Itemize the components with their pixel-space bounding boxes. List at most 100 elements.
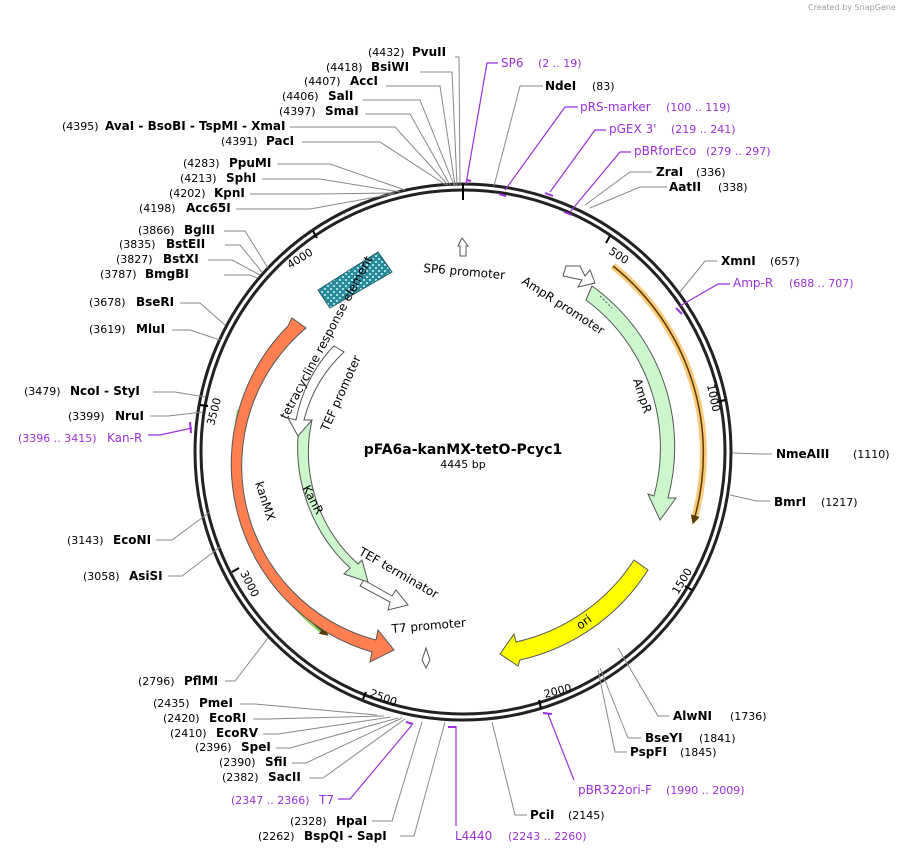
svg-text:(4418): (4418) — [326, 61, 363, 74]
primer-t7[interactable]: (2347 .. 2366)T7 — [231, 721, 414, 807]
svg-text:(2328): (2328) — [290, 815, 327, 828]
enzyme-sfii[interactable]: (2390)SfiI — [219, 755, 287, 769]
tick-label: 1000 — [704, 383, 723, 413]
enzyme-ppumi[interactable]: (4283)PpuMI — [183, 156, 271, 170]
enzyme-bsiwi[interactable]: (4418)BsiWI — [326, 60, 409, 74]
enzyme-leaders — [150, 56, 461, 837]
enzyme-bglii[interactable]: (3866)BglII — [138, 223, 215, 237]
svg-text:Kan-R: Kan-R — [107, 431, 142, 445]
enzyme-nmeaiii[interactable]: NmeAIII(1110) — [776, 447, 890, 461]
enzyme-pvuii[interactable]: (4432)PvuII — [368, 45, 446, 59]
enzyme-nrui[interactable]: (3399)NruI — [68, 409, 144, 423]
enzyme-sphi[interactable]: (4213) SphI — [180, 171, 256, 185]
svg-text:(688 .. 707): (688 .. 707) — [789, 277, 854, 290]
primer-pgex[interactable]: pGEX 3'(219 .. 241) — [544, 122, 736, 197]
enzyme-sapi[interactable]: (2262)BspQI - SapI — [258, 829, 387, 843]
svg-text:(3058): (3058) — [83, 570, 120, 583]
primer-pbr322ori-f[interactable]: pBR322ori-F (1990 .. 2009) — [542, 712, 745, 797]
enzyme-ndei[interactable]: NdeI (83) — [545, 79, 615, 93]
svg-text:(4397): (4397) — [279, 105, 316, 118]
svg-text:(1845): (1845) — [680, 746, 717, 759]
primer-l4440[interactable]: L4440(2243 .. 2260) — [448, 726, 587, 843]
plasmid-length: 4445 bp — [440, 458, 485, 471]
feature-sp6-promoter[interactable]: SP6 promoter — [423, 237, 506, 282]
svg-text:(4202): (4202) — [169, 187, 206, 200]
enzyme-aatii[interactable]: AatII(338) — [669, 180, 748, 194]
enzyme-bseri[interactable]: (3678)BseRI — [89, 295, 174, 309]
enzyme-paci[interactable]: (4391)PacI — [221, 134, 294, 148]
enzyme-ncoi[interactable]: (3479)NcoI - StyI — [24, 384, 140, 398]
svg-text:pBR322ori-F: pBR322ori-F — [578, 783, 652, 797]
enzyme-sacii[interactable]: (2382)SacII — [222, 770, 301, 784]
enzyme-hpai[interactable]: (2328)HpaI — [290, 814, 367, 828]
enzyme-zrai[interactable]: ZraI(336) — [656, 165, 726, 179]
svg-text:(3787): (3787) — [100, 268, 137, 281]
enzyme-kpni[interactable]: (4202) KpnI — [169, 186, 245, 200]
enzyme-pspfi[interactable]: PspFI(1845) — [630, 745, 717, 759]
feature-ori[interactable]: ori — [499, 559, 649, 667]
svg-text:EcoRV: EcoRV — [216, 726, 259, 740]
enzyme-bstxi[interactable]: (3827)BstXI — [116, 252, 199, 266]
svg-text:BspQI - SapI: BspQI - SapI — [304, 829, 387, 843]
primer-sp6[interactable]: SP6(2 .. 19) — [465, 56, 582, 185]
primer-prs-marker[interactable]: pRS-marker(100 .. 119) — [498, 100, 731, 197]
enzyme-bseyi[interactable]: BseYI(1841) — [645, 731, 736, 745]
backbone — [193, 182, 733, 722]
enzyme-bmri[interactable]: BmrI(1217) — [774, 495, 858, 509]
enzyme-acc65i[interactable]: (4198)Acc65I — [139, 201, 231, 215]
enzyme-acci[interactable]: (4407)AccI — [304, 74, 378, 88]
enzyme-bsteii[interactable]: (3835)BstEII — [119, 237, 205, 251]
svg-text:(4407): (4407) — [304, 75, 341, 88]
enzyme-pcii[interactable]: PciI(2145) — [530, 808, 605, 822]
svg-text:AatII: AatII — [669, 180, 701, 194]
enzyme-pmei[interactable]: (2435)PmeI — [153, 696, 233, 710]
primer-pbrforeco[interactable]: pBRforEco (279 .. 297) — [563, 144, 771, 216]
svg-text:SpeI: SpeI — [241, 740, 271, 754]
svg-text:(2243 .. 2260): (2243 .. 2260) — [508, 830, 587, 843]
feature-kanr[interactable]: KanR — [297, 419, 369, 583]
svg-text:pBRforEco: pBRforEco — [634, 144, 696, 158]
enzyme-alwni[interactable]: AlwNI(1736) — [673, 709, 767, 723]
svg-text:(3827): (3827) — [116, 253, 153, 266]
svg-text:KpnI: KpnI — [214, 186, 245, 200]
enzyme-spei[interactable]: (2396)SpeI — [195, 740, 271, 754]
svg-text:SP6: SP6 — [501, 56, 524, 70]
svg-text:(4432): (4432) — [368, 46, 405, 59]
enzyme-ecorv[interactable]: (2410) EcoRV — [170, 726, 259, 740]
svg-text:(2410): (2410) — [170, 727, 207, 740]
enzyme-xmai[interactable]: (4395)AvaI - BsoBI - TspMI - XmaI — [62, 119, 285, 133]
svg-text:(2390): (2390) — [219, 756, 256, 769]
tick-label: 3000 — [237, 568, 261, 599]
svg-text:(279 .. 297): (279 .. 297) — [706, 145, 771, 158]
svg-text:SmaI: SmaI — [325, 104, 359, 118]
svg-text:(1990 .. 2009): (1990 .. 2009) — [666, 784, 745, 797]
enzyme-ecori[interactable]: (2420)EcoRI — [163, 711, 246, 725]
svg-text:ZraI: ZraI — [656, 165, 683, 179]
feature-t7-promoter[interactable]: T7 promoter — [390, 616, 467, 670]
primer-kan-r[interactable]: (3396 .. 3415)Kan-R — [18, 421, 193, 445]
svg-text:(3619): (3619) — [89, 323, 126, 336]
enzyme-smai[interactable]: (4397) SmaI — [279, 104, 359, 118]
svg-text:NdeI: NdeI — [545, 79, 576, 93]
svg-text:(657): (657) — [770, 255, 800, 268]
enzyme-pflmi[interactable]: (2796)PflMI — [138, 674, 218, 688]
enzyme-sali[interactable]: (4406)SalI — [282, 89, 353, 103]
primer-amp-r[interactable]: Amp-R(688 .. 707) — [675, 276, 854, 315]
enzyme-bmgbi[interactable]: (3787)BmgBI — [100, 267, 189, 281]
enzyme-mlui[interactable]: (3619)MluI — [89, 322, 165, 336]
svg-text:BmrI: BmrI — [774, 495, 806, 509]
enzyme-xmni[interactable]: XmnI(657) — [721, 254, 800, 268]
feature-tef-terminator[interactable]: TEF terminator — [356, 544, 441, 611]
svg-text:SphI: SphI — [226, 171, 256, 185]
svg-text:(2796): (2796) — [138, 675, 175, 688]
svg-text:pGEX 3': pGEX 3' — [609, 122, 656, 136]
plasmid-name: pFA6a-kanMX-tetO-Pcyc1 — [364, 442, 563, 458]
svg-text:(4198): (4198) — [139, 202, 176, 215]
svg-text:(83): (83) — [592, 80, 615, 93]
enzyme-asisi[interactable]: (3058)AsiSI — [83, 569, 163, 583]
svg-text:(4391): (4391) — [221, 135, 258, 148]
svg-text:(3399): (3399) — [68, 410, 105, 423]
enzyme-econi[interactable]: (3143)EcoNI — [67, 533, 151, 547]
svg-text:(4213): (4213) — [180, 172, 217, 185]
